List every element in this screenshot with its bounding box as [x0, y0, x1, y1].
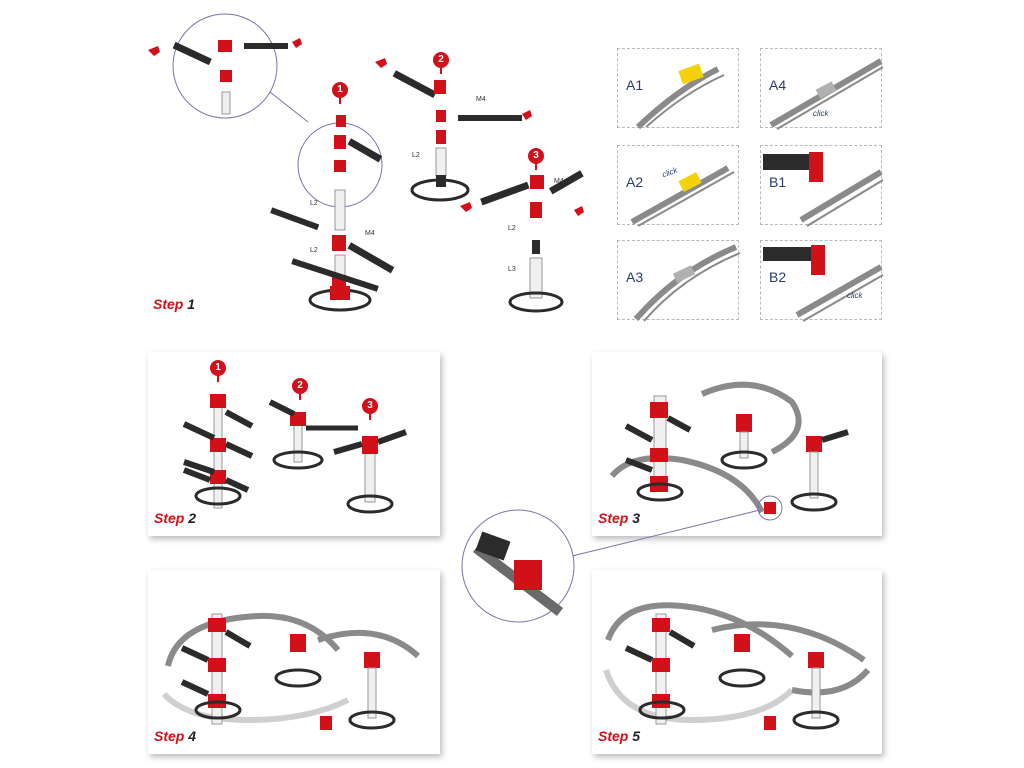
thumb-a3: A3 [617, 240, 741, 322]
step-1-illustration [148, 13, 584, 313]
part-label-m4-c: M4 [554, 178, 564, 185]
tower-badge-1: 1 [210, 360, 226, 382]
thumb-a4: A4 click [760, 48, 884, 130]
tower-badge-2: 2 [433, 52, 449, 74]
step-3-illustration [609, 381, 849, 521]
track-clip-image [635, 63, 725, 130]
step-3-label: Step 3 [598, 510, 641, 526]
track-click-image [769, 58, 884, 130]
thumb-a1: A1 [617, 48, 739, 130]
step-5-panel: Step 5 [592, 570, 882, 754]
tower-badge-3: 3 [362, 398, 378, 420]
part-label-m4-a: M4 [365, 230, 375, 237]
part-label-l2-c: L2 [412, 152, 420, 159]
part-label-l2-b: L2 [310, 247, 318, 254]
thumb-b2: B2 click [760, 240, 884, 322]
step-5-label: Step 5 [598, 728, 641, 744]
step-4-panel: Step 4 [148, 570, 440, 754]
tower-badge-3: 3 [528, 148, 544, 170]
step-2-panel: 1 2 3 Step 2 [148, 352, 440, 536]
step-1-label: Step 1 [153, 296, 196, 312]
support-attach-image [763, 152, 884, 227]
click-note-a4: click [813, 109, 829, 118]
part-label-l2-d: L2 [508, 225, 516, 232]
step-4-illustration [161, 612, 421, 730]
step-1-area: 1 2 3 L2 L2 M4 L2 M4 M4 L2 L3 [140, 10, 600, 330]
step-2-illustration [182, 394, 408, 514]
thumb-a2: A2 click [617, 145, 739, 227]
tower-badge-1: 1 [332, 82, 348, 104]
support-attach-image [763, 245, 884, 322]
step-5-illustration [603, 602, 871, 730]
track-clip-image [633, 244, 741, 322]
part-label-m4-b: M4 [476, 96, 486, 103]
tower-badge-2: 2 [292, 378, 308, 400]
step-2-label: Step 2 [154, 510, 197, 526]
part-label-l2-a: L2 [310, 200, 318, 207]
part-label-l3: L3 [508, 266, 516, 273]
step-4-label: Step 4 [154, 728, 197, 744]
thumb-b1: B1 [760, 145, 884, 227]
click-note-b2: click [847, 291, 863, 300]
step-3-panel: Step 3 [592, 352, 882, 536]
track-clip-image [630, 165, 735, 227]
